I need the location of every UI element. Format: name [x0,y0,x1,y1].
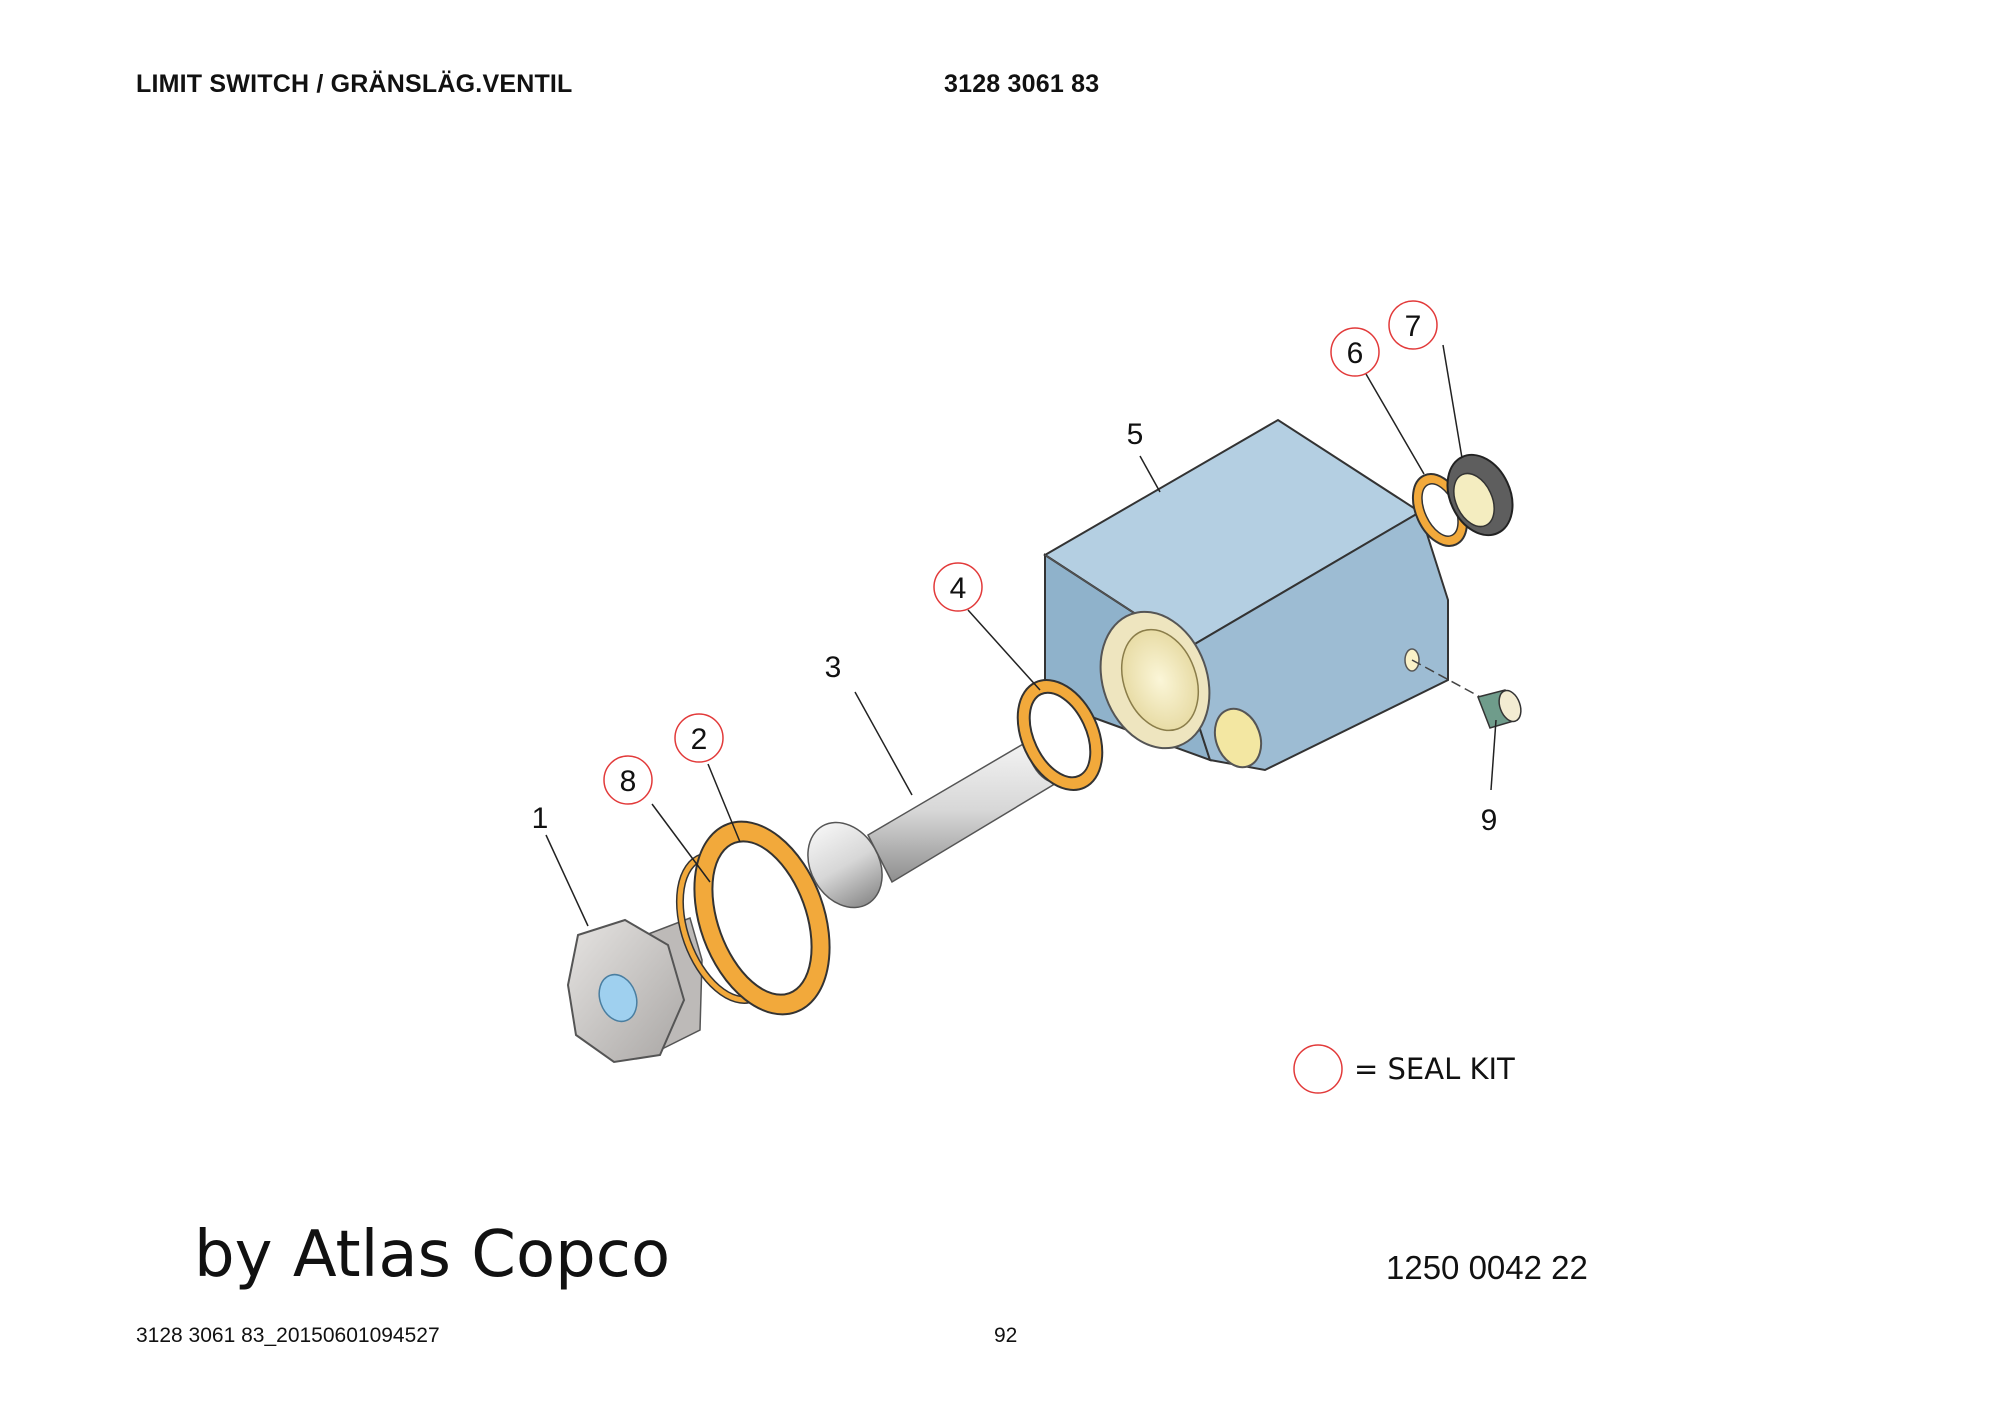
leader-lines [545,344,1497,927]
callout-1: 1 [532,802,549,835]
svg-text:5: 5 [1127,418,1144,451]
svg-text:7: 7 [1405,310,1422,343]
svg-text:1: 1 [532,802,549,835]
seal-kit-marker [1330,327,1380,377]
seal-kit-marker [603,755,653,805]
header-title: LIMIT SWITCH / GRÄNSLÄG.VENTIL [136,70,573,98]
seal-kit-marker [1388,300,1438,350]
legend-text: = SEAL KIT [1354,1052,1515,1086]
washer-seal-part [693,820,831,1016]
svg-text:8: 8 [620,765,637,798]
seal-plug-part [1446,453,1514,537]
brand-text: by Atlas Copco [194,1218,671,1292]
callout-2: 2 [674,713,724,763]
document-number: 1250 0042 22 [1386,1249,1588,1286]
header-part-number: 3128 3061 83 [944,70,1100,98]
file-id: 3128 3061 83_20150601094527 [136,1324,440,1347]
callout-7: 7 [1388,300,1438,350]
spool-part [807,737,1061,909]
seal-kit-marker [933,562,983,612]
svg-text:3: 3 [825,651,842,684]
svg-text:2: 2 [691,723,708,756]
pin-part [1411,659,1522,729]
callout-3: 3 [825,651,842,684]
callout-4: 4 [933,562,983,612]
callout-5: 5 [1127,418,1144,451]
legend-marker [1293,1044,1343,1094]
ring-part [1016,679,1104,791]
hex-plug-part [566,917,703,1064]
seal-kit-marker [674,713,724,763]
callout-6: 6 [1330,327,1380,377]
callout-8: 8 [603,755,653,805]
svg-text:4: 4 [950,572,967,605]
page-number: 92 [994,1324,1018,1347]
svg-text:9: 9 [1481,804,1498,837]
valve-body-part [1043,418,1449,772]
svg-text:6: 6 [1347,337,1364,370]
seal-kit-legend: = SEAL KIT [1293,1044,1515,1094]
callout-9: 9 [1481,804,1498,837]
